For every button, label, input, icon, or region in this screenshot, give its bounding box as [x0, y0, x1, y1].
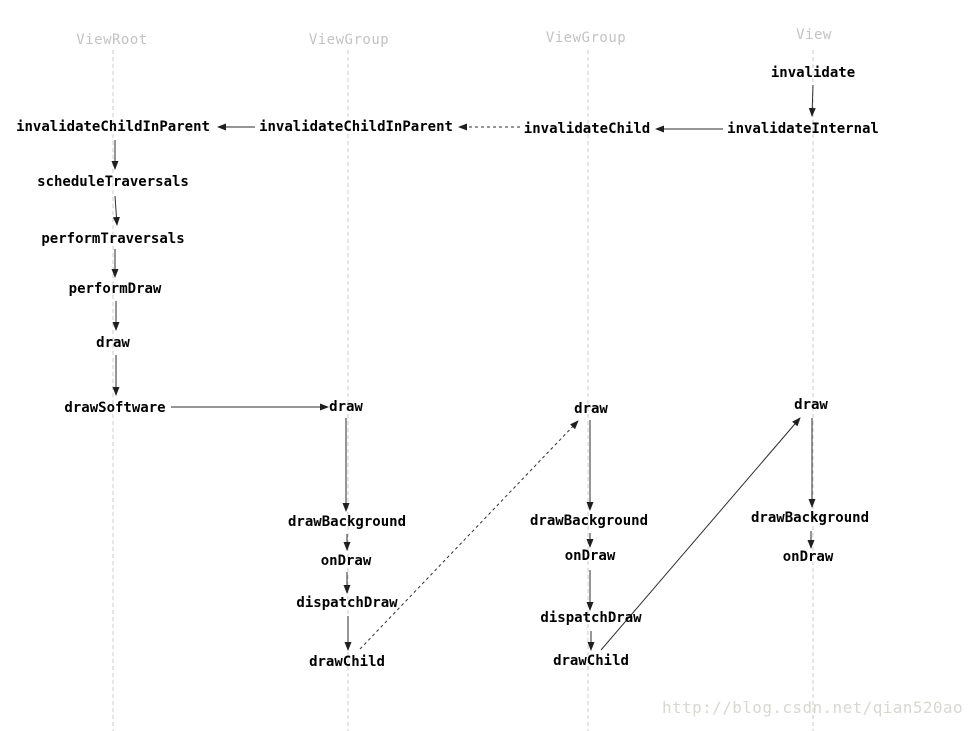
node-invalidate-internal: invalidateInternal: [727, 121, 879, 137]
node-draw-child-1: drawChild: [309, 654, 385, 670]
node-invalidate-child-in-parent-1: invalidateChildInParent: [16, 119, 210, 135]
edge-draw-child-2-to-draw-view: [600, 417, 801, 651]
column-header-viewgroup-1: ViewGroup: [308, 32, 390, 48]
node-perform-draw: performDraw: [68, 281, 162, 297]
column-header-viewgroup-2: ViewGroup: [545, 30, 627, 46]
node-on-draw-3: onDraw: [782, 549, 834, 565]
node-invalidate-child-in-parent-2: invalidateChildInParent: [259, 119, 453, 135]
watermark-text: http://blog.csdn.net/qian520ao: [662, 698, 963, 717]
node-dispatch-draw-1: dispatchDraw: [296, 595, 398, 611]
node-dispatch-draw-2: dispatchDraw: [540, 610, 642, 626]
node-draw-viewroot: draw: [96, 335, 130, 351]
node-perform-traversals: performTraversals: [41, 231, 185, 247]
node-draw-background-1: drawBackground: [287, 514, 407, 530]
lifelines-group: [112, 50, 814, 731]
node-draw-viewgroup-1: draw: [329, 399, 363, 415]
node-draw-child-2: drawChild: [553, 653, 629, 669]
node-invalidate-child: invalidateChild: [523, 121, 651, 137]
node-draw-software: drawSoftware: [64, 400, 166, 416]
node-on-draw-2: onDraw: [564, 548, 616, 564]
edge-invalidate-to-invalidate-internal: [808, 84, 816, 117]
edge-draw-child-1-to-draw-viewgroup-2: [359, 420, 579, 650]
edge-schedule-traversals-to-perform-traversals: [112, 195, 120, 226]
node-draw-background-3: drawBackground: [750, 510, 870, 526]
node-schedule-traversals: scheduleTraversals: [37, 174, 189, 190]
node-on-draw-1: onDraw: [320, 553, 372, 569]
column-header-view: View: [796, 27, 832, 43]
node-draw-viewgroup-2: draw: [574, 401, 608, 417]
node-draw-view: draw: [794, 397, 828, 413]
edge-lines-group: [111, 84, 816, 651]
column-header-viewroot: ViewRoot: [76, 32, 148, 48]
node-draw-background-2: drawBackground: [529, 513, 649, 529]
node-invalidate: invalidate: [770, 65, 856, 81]
